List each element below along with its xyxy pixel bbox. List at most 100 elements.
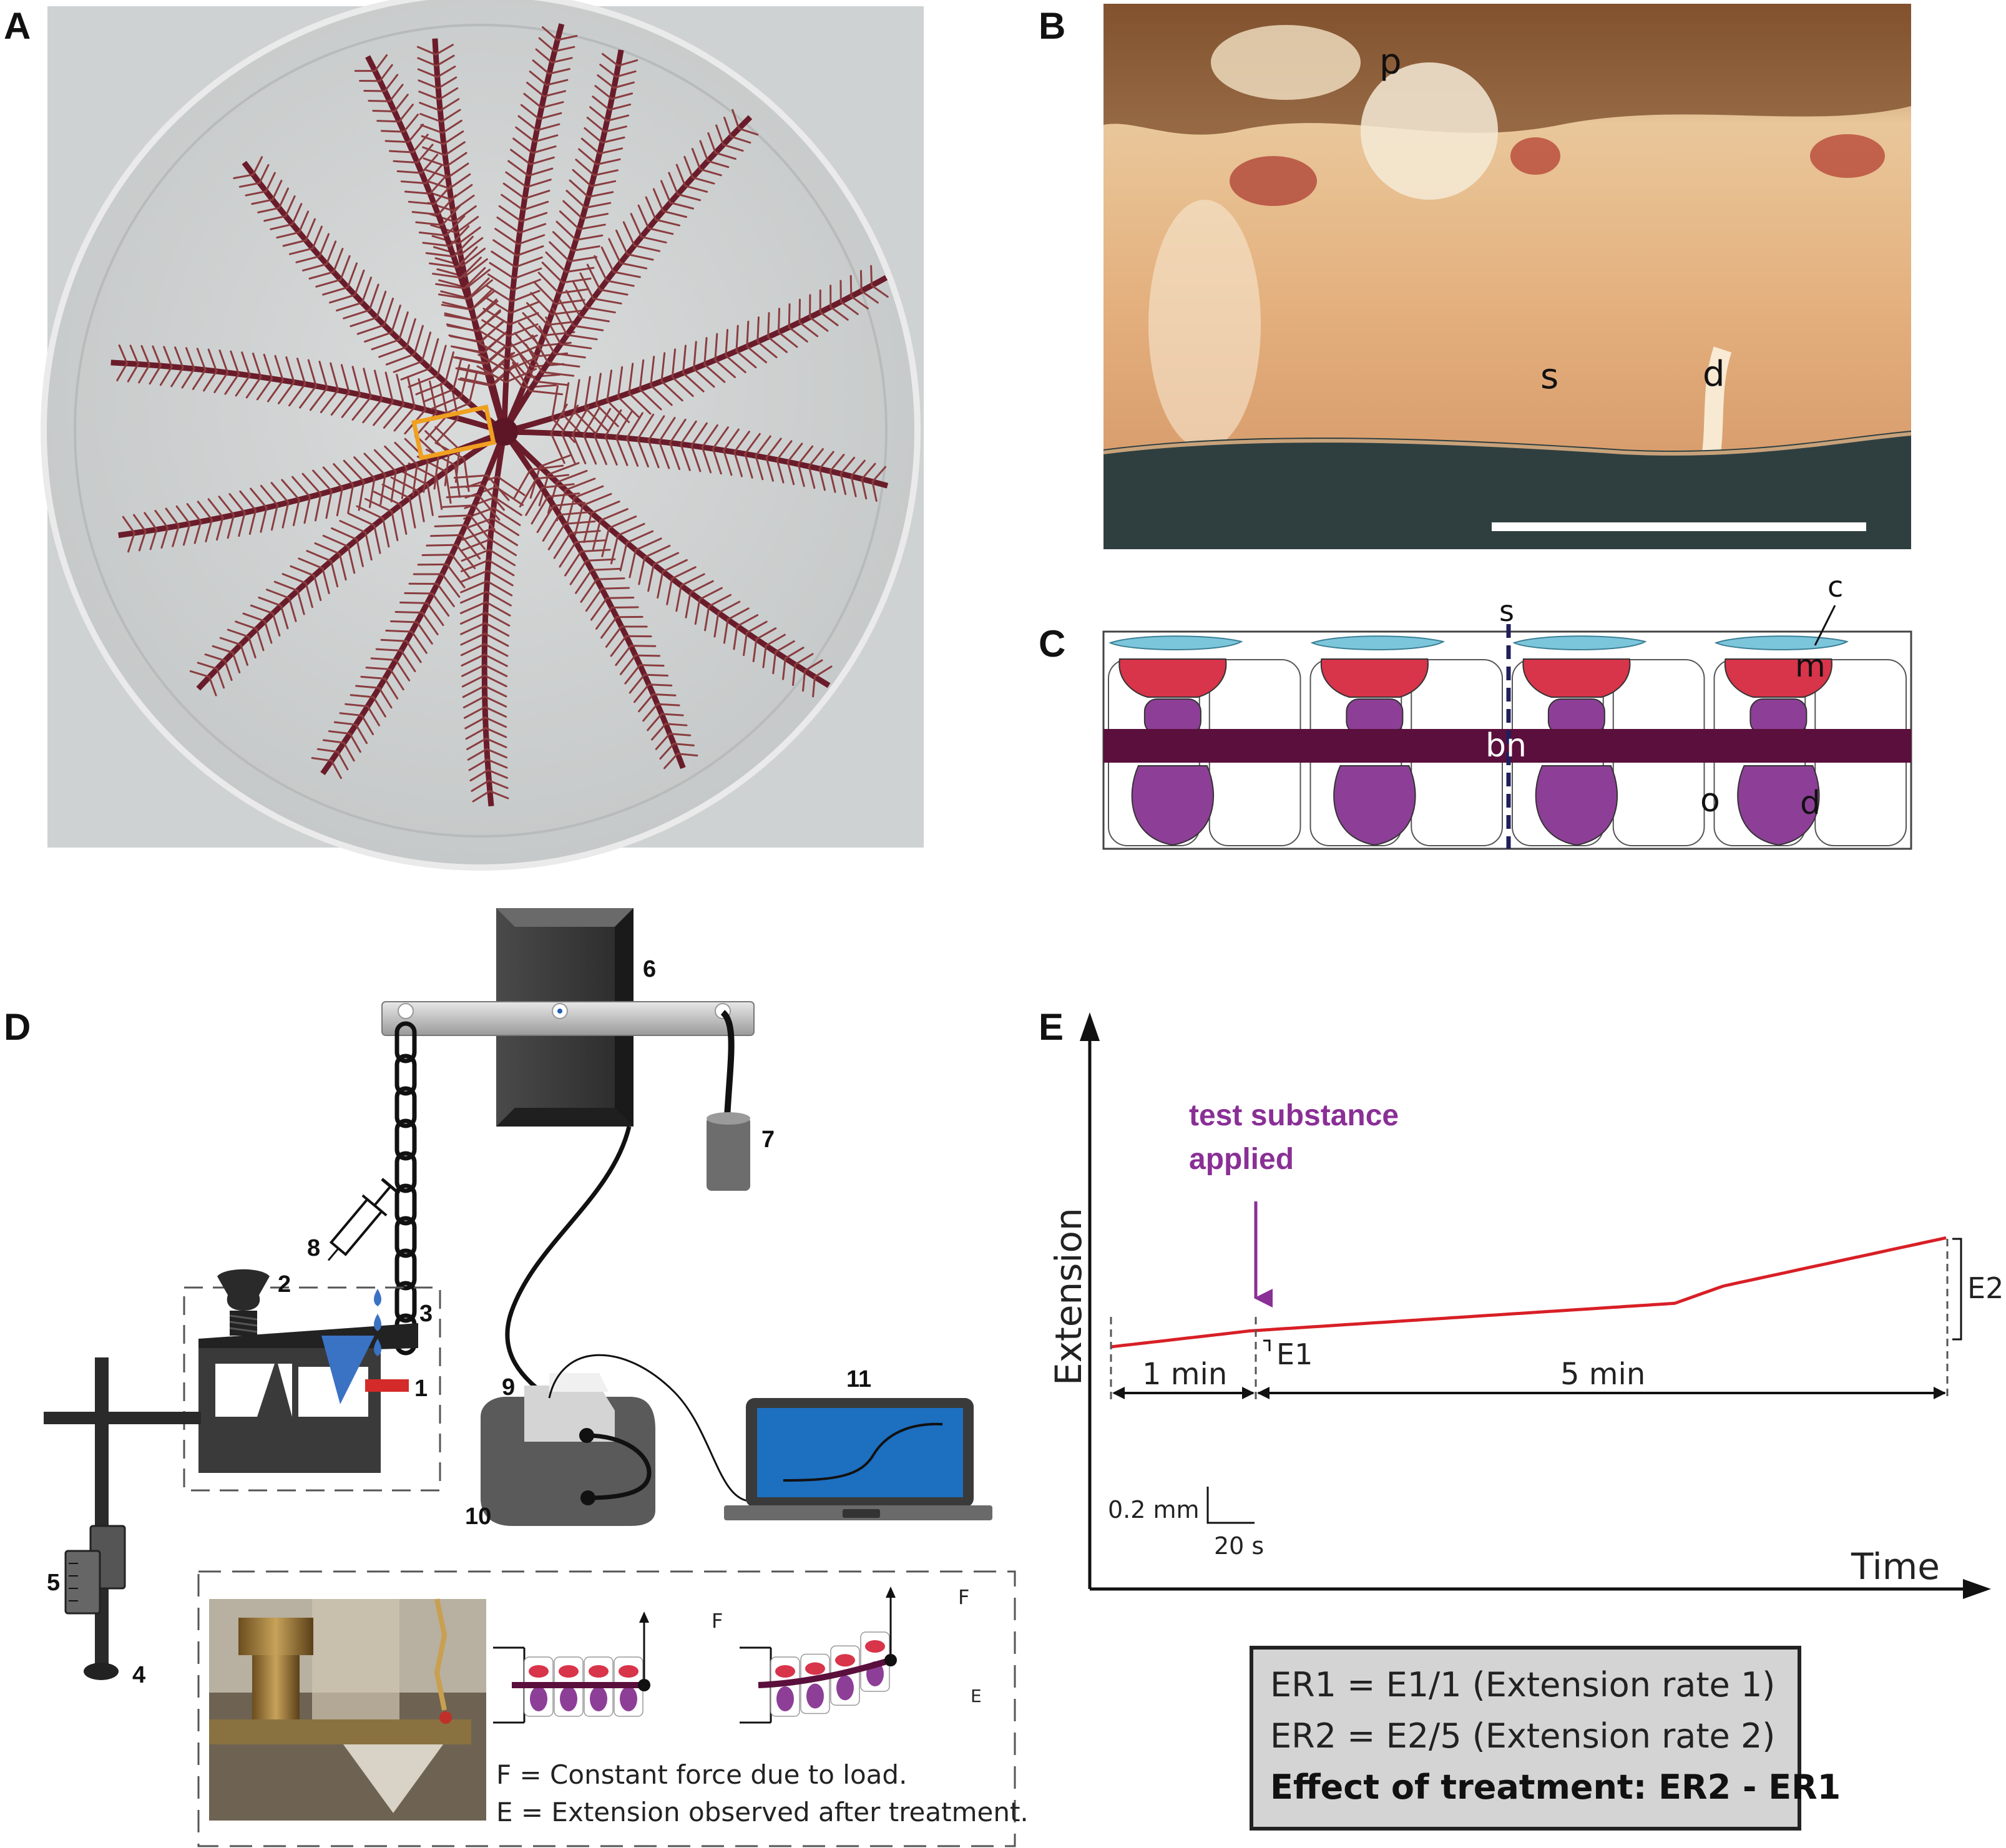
pinnule [530,291,553,316]
inset-legend-f: F = Constant force due to load. [496,1759,907,1790]
pinnule [453,474,489,479]
pinnule [634,654,661,657]
pinnule [513,469,532,499]
pinnule [496,216,521,234]
clamp-region-box [183,1286,441,1492]
pinnule [579,315,610,323]
pinnule [580,549,611,553]
pinnule [619,542,628,572]
pinnule [373,524,381,554]
pinnule [584,202,612,209]
pinnule [291,476,311,498]
pinnule [483,685,507,698]
pinnule [680,443,691,471]
pinnule [733,451,743,477]
pinnule [586,117,606,133]
pinnule [400,649,416,673]
pinnule [482,484,505,511]
pinnule [456,246,478,268]
pinnule [149,528,158,550]
pinnule [207,498,224,519]
pinnule [332,248,344,273]
pinnule [579,272,594,300]
crinoid-arm [320,431,507,776]
pinnule [595,373,602,406]
pinnule [266,589,290,599]
pinnule [491,517,520,536]
pinnule [786,442,803,463]
pinnule [575,234,604,241]
pinnule [608,516,637,529]
pinnule [550,403,568,434]
extension-trace [1110,1236,1947,1349]
pinnule [658,441,670,469]
pinnule [347,512,376,527]
sample-arm [365,1379,409,1392]
inset-diagrams [493,1586,897,1724]
pinnule [218,496,235,516]
pinnule [615,70,637,78]
pinnule [572,325,604,331]
pinnule [660,180,672,204]
pinnule [363,452,386,476]
pinnule [1361,62,1498,200]
pinnule [629,549,637,579]
pinnule [784,647,805,660]
pinnule [615,411,633,439]
pinnule [373,369,383,401]
pinnule [436,477,443,511]
pinnule [468,758,489,771]
chain-link [394,1216,417,1258]
pinnule [238,182,261,188]
pinnule [738,127,759,136]
pinnule [505,171,528,188]
pinnule [463,457,470,492]
pinnule [406,376,416,408]
pinnule [477,353,508,372]
crinoid-arm [502,430,686,770]
pinnule [468,279,493,300]
pinnule [694,598,701,625]
pinnule [870,265,873,286]
pinnule [381,483,411,499]
pinnule [461,664,486,677]
pinnule [555,220,577,241]
pinnule [282,239,307,247]
pinnule [818,451,834,470]
pinnule [665,723,688,726]
pinnule [701,424,718,448]
pinnule [548,68,570,75]
pinnule [454,356,488,364]
pinnule [601,527,610,557]
pinnule [808,465,816,489]
crinoid-arm [504,429,889,489]
pinnule [580,137,601,155]
pinnule [336,751,349,771]
pinnule [484,632,509,647]
pinnule [597,74,615,89]
leader-c [1814,605,1836,646]
pinnule [480,330,509,349]
label-p: p [1379,42,1402,82]
pinnule [733,431,750,453]
pinnule [829,306,849,321]
pinnule [467,748,488,761]
pinnule [449,225,470,247]
pinnule [441,205,461,226]
inset-e-label: E [971,1686,982,1706]
articulation-line [1701,346,1732,464]
pinnule [235,374,251,397]
pinnule [477,309,501,332]
pinnule [189,670,210,678]
pinnule [512,278,541,291]
pinnule [717,600,741,614]
pinnule [725,329,729,357]
pinnule [430,395,462,410]
pinnule [263,215,287,222]
annotation-line-1: test substance [1189,1099,1399,1132]
pinnule [436,66,456,78]
pinnule [755,627,777,640]
pinnule [460,534,481,560]
pinnule [260,506,268,533]
pinnule [416,144,434,164]
